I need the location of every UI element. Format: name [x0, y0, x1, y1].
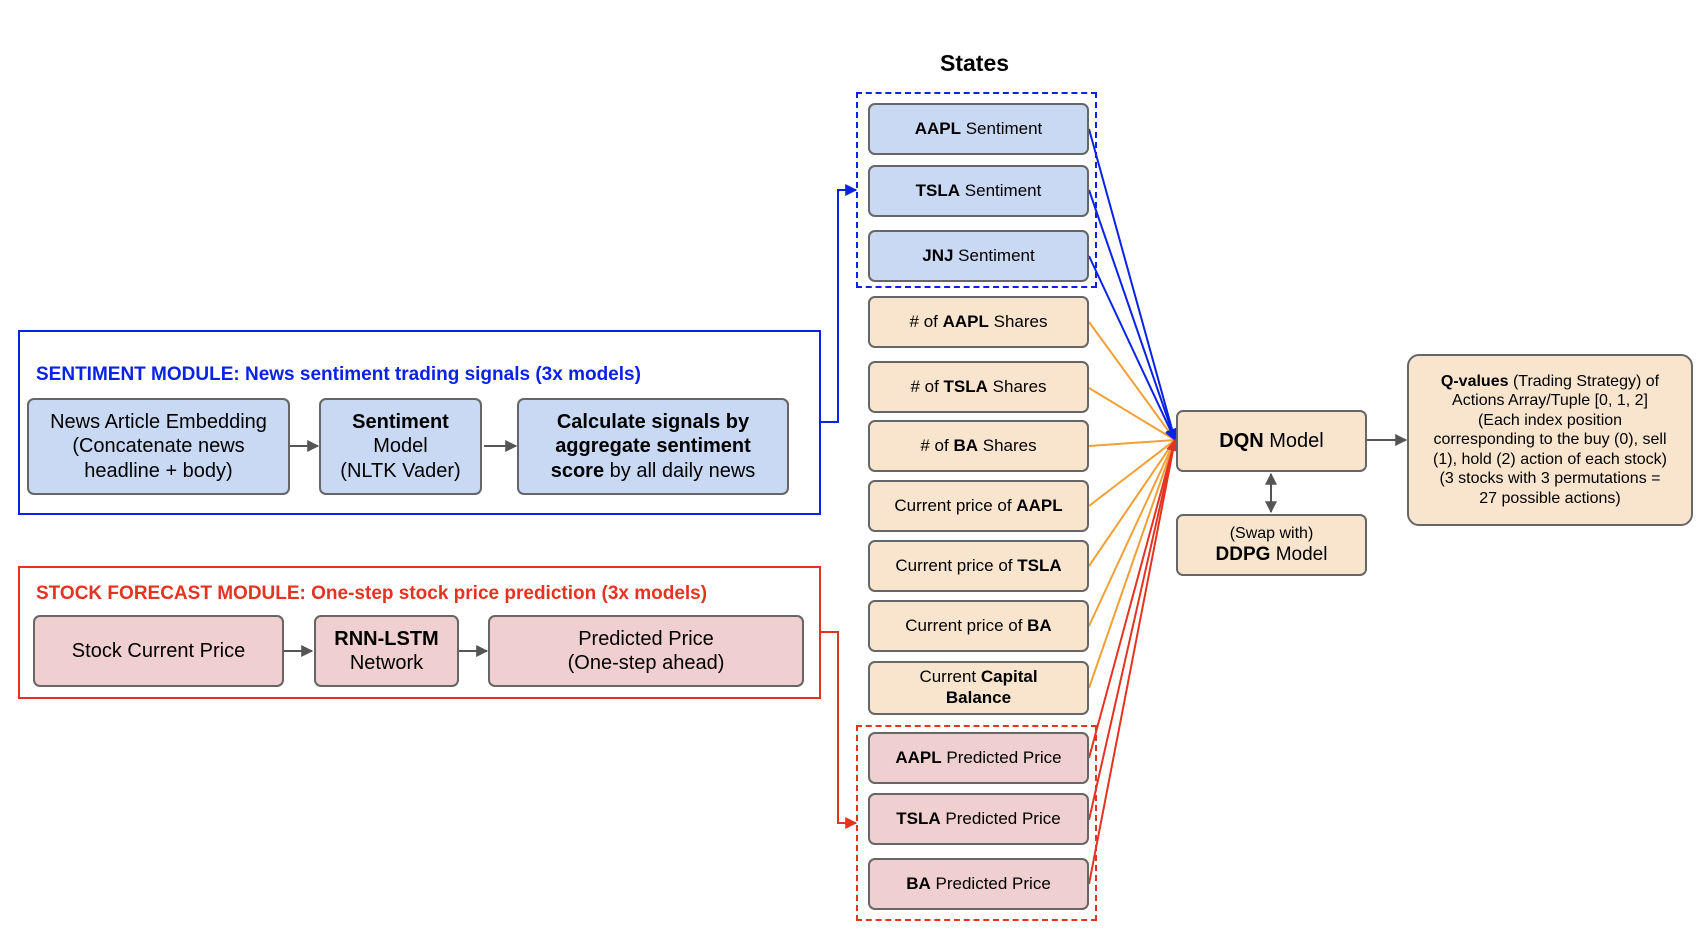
qvalues-box: Q-values (Trading Strategy) of Actions A…	[1407, 354, 1693, 526]
state-ba-current-price: Current price of BA	[868, 600, 1089, 652]
calculate-signals-line2: aggregate sentiment	[555, 435, 751, 458]
ddpg-model-box: (Swap with) DDPG Model	[1176, 514, 1367, 576]
calculate-signals-rest: by all daily news	[604, 459, 756, 482]
state-label: Shares	[988, 311, 1048, 331]
state-ticker: AAPL	[1016, 495, 1063, 515]
state-prefix: # of	[920, 435, 954, 455]
qvalues-line: (Each index position	[1477, 411, 1623, 429]
state-capital-word: Capital	[980, 667, 1038, 687]
calculate-signals-score: score	[550, 459, 605, 482]
predicted-states-group	[856, 725, 1097, 921]
rnn-lstm-line2: Network	[349, 652, 424, 674]
state-to-dqn-lines	[1088, 128, 1179, 885]
state-tsla-current-price: Current price of TSLA	[868, 540, 1089, 592]
state-balance-word: Balance	[945, 688, 1012, 707]
ddpg-swap-note: (Swap with)	[1229, 524, 1314, 542]
qvalues-line: corresponding to the buy (0), sell	[1433, 431, 1667, 449]
news-embedding-line3: headline + body)	[84, 459, 233, 482]
ddpg-label: Model	[1270, 544, 1328, 566]
predicted-price-box: Predicted Price (One-step ahead)	[488, 615, 804, 687]
state-label: Sentiment	[960, 180, 1042, 200]
stock-current-price-box: Stock Current Price	[33, 615, 284, 687]
state-ticker: BA	[906, 873, 931, 893]
state-prefix: Current	[919, 667, 981, 687]
states-title: States	[940, 50, 1010, 76]
sentiment-model-line3: (NLTK Vader)	[340, 459, 461, 482]
state-label: Predicted Price	[941, 747, 1062, 767]
dqn-label: Model	[1263, 429, 1324, 452]
state-ticker: AAPL	[914, 118, 961, 138]
sentiment-states-group	[856, 92, 1097, 288]
ddpg-title: DDPG	[1215, 544, 1271, 566]
qvalues-line: 27 possible actions)	[1479, 489, 1621, 507]
state-aapl-shares: # of AAPL Shares	[868, 296, 1089, 348]
forecast-module-title: STOCK FORECAST MODULE: One-step stock pr…	[36, 583, 708, 604]
state-tsla-predicted-price: TSLA Predicted Price	[868, 793, 1089, 845]
qvalues-line: (1), hold (2) action of each stock)	[1433, 450, 1667, 468]
qvalues-line: (3 stocks with 3 permutations =	[1439, 470, 1661, 488]
arrow-sentiment-module-to-states	[821, 184, 858, 423]
state-ticker: BA	[1027, 615, 1052, 635]
calculate-signals-line1: Calculate signals by	[556, 410, 750, 433]
state-ticker: JNJ	[922, 245, 954, 265]
sentiment-model-line2: Model	[373, 435, 428, 458]
sentiment-model-box: Sentiment Model (NLTK Vader)	[319, 398, 482, 495]
state-label: Shares	[987, 376, 1047, 396]
state-ticker: AAPL	[895, 747, 942, 767]
state-label: Sentiment	[961, 118, 1043, 138]
state-label: Predicted Price	[940, 808, 1061, 828]
news-embedding-line1: News Article Embedding	[50, 410, 267, 433]
sentiment-model-title: Sentiment	[352, 410, 449, 433]
state-prefix: Current price of	[894, 495, 1017, 515]
state-label: Predicted Price	[930, 873, 1051, 893]
state-ticker: AAPL	[942, 311, 989, 331]
calculate-signals-line3: score by all daily news	[551, 459, 756, 483]
state-label: Shares	[978, 435, 1037, 455]
rnn-lstm-box: RNN-LSTM Network	[314, 615, 459, 687]
qvalues-line: Actions Array/Tuple [0, 1, 2]	[1452, 392, 1648, 410]
state-tsla-shares: # of TSLA Shares	[868, 361, 1089, 413]
sentiment-module-title: SENTIMENT MODULE: News sentiment trading…	[36, 364, 641, 385]
state-ticker: TSLA	[896, 808, 941, 828]
predicted-price-line1: Predicted Price	[578, 627, 714, 650]
state-aapl-current-price: Current price of AAPL	[868, 480, 1089, 532]
dqn-model-box: DQN Model	[1176, 410, 1367, 472]
qvalues-heading-rest: (Trading Strategy) of	[1508, 372, 1660, 390]
state-aapl-predicted-price: AAPL Predicted Price	[868, 732, 1089, 784]
state-ticker: TSLA	[1017, 555, 1062, 575]
calculate-signals-box: Calculate signals by aggregate sentiment…	[517, 398, 789, 495]
news-embedding-box: News Article Embedding (Concatenate news…	[27, 398, 290, 495]
state-ticker: BA	[953, 435, 979, 455]
state-prefix: # of	[910, 376, 944, 396]
arrow-forecast-module-to-states	[821, 631, 858, 829]
state-label: Sentiment	[953, 245, 1035, 265]
state-prefix: Current price of	[895, 555, 1018, 575]
dqn-title: DQN	[1219, 429, 1264, 452]
predicted-price-line2: (One-step ahead)	[567, 652, 725, 674]
state-tsla-sentiment: TSLA Sentiment	[868, 165, 1089, 217]
state-ticker: TSLA	[915, 180, 961, 200]
state-aapl-sentiment: AAPL Sentiment	[868, 103, 1089, 155]
state-jnj-sentiment: JNJ Sentiment	[868, 230, 1089, 282]
state-prefix: # of	[909, 311, 943, 331]
state-capital-balance: Current Capital Balance	[868, 661, 1089, 715]
sentiment-module-frame	[18, 330, 821, 515]
state-ticker: TSLA	[943, 376, 988, 396]
forecast-module-frame	[18, 566, 821, 699]
rnn-lstm-title: RNN-LSTM	[334, 627, 439, 650]
qvalues-title: Q-values	[1440, 372, 1509, 390]
state-prefix: Current price of	[905, 615, 1028, 635]
state-ba-shares: # of BA Shares	[868, 420, 1089, 472]
state-ba-predicted-price: BA Predicted Price	[868, 858, 1089, 910]
news-embedding-line2: (Concatenate news	[72, 435, 245, 458]
stock-current-price-label: Stock Current Price	[71, 639, 246, 662]
